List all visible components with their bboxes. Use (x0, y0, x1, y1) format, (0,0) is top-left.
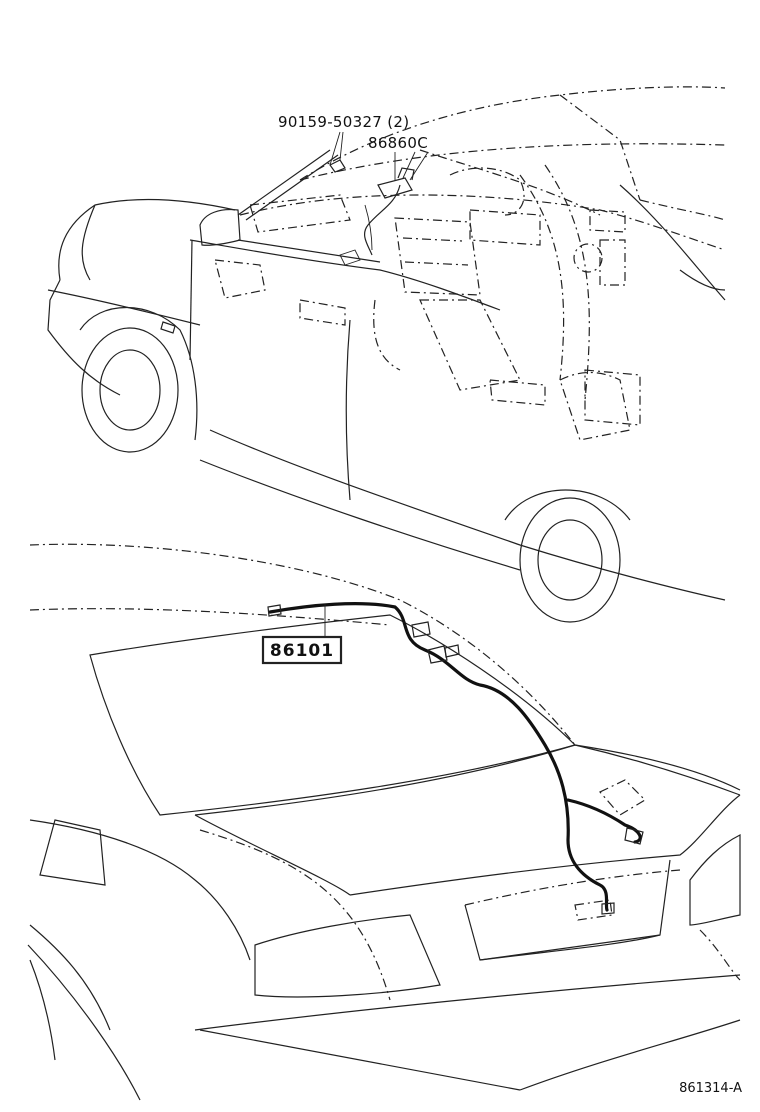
figure-code: 861314-A (679, 1081, 742, 1096)
antenna-cord-callout-box (261, 635, 343, 665)
front-interior-view (47, 86, 726, 623)
rear-trunk-view (27, 543, 741, 1101)
bolt-part-number: 90159-50327 (2) (278, 113, 409, 131)
antenna-cord-part-number: 86101 (270, 641, 334, 661)
bracket-part-number: 86860C (368, 134, 428, 152)
